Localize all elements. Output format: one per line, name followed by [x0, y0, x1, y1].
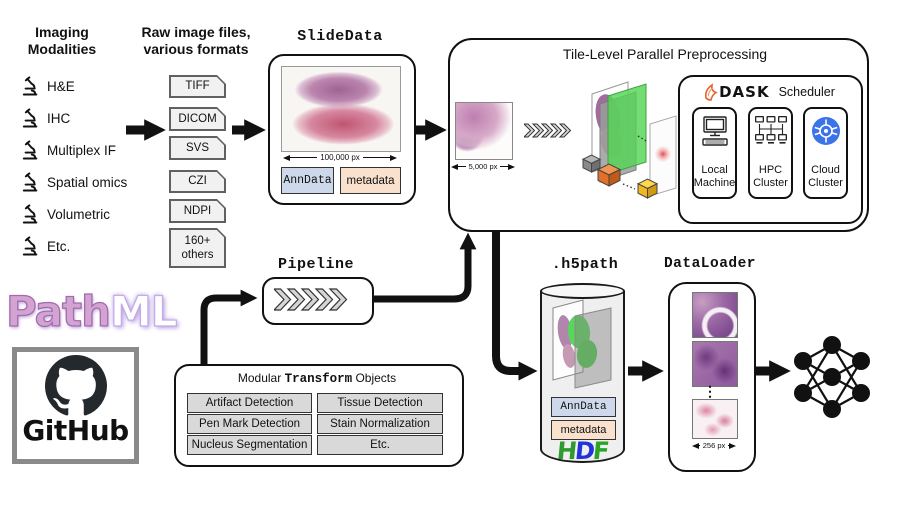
scale-left-arrow-icon: [283, 154, 290, 161]
slidedata-anndata-chip: AnnData: [281, 167, 334, 194]
scale-right-arrow-icon: [390, 154, 397, 161]
arrow-transforms-to-pipeline: [200, 289, 258, 364]
transform-nucleus-segmentation: Nucleus Segmentation: [187, 435, 312, 455]
tile-scale: 5,000 px: [451, 162, 515, 171]
pipeline-title: Pipeline: [277, 256, 354, 273]
task-cubes-icon: [581, 154, 659, 199]
modality-item-spatial-omics: Spatial omics: [22, 169, 127, 195]
h5path-cylinder-top: [540, 283, 625, 299]
pathml-logo: PathML: [5, 287, 178, 336]
raw-files-title: Raw image files, various formats: [141, 24, 251, 57]
github-wordmark: GitHub: [22, 414, 129, 447]
computer-network-icon: [754, 116, 787, 144]
scale-left-arrow-icon: [692, 442, 699, 449]
dataloader-title: DataLoader: [663, 256, 756, 272]
microscope-icon: [22, 236, 38, 256]
dataloader-ellipsis: ⋮: [703, 382, 717, 399]
cloud-cluster-node: Cloud Cluster: [803, 107, 848, 199]
dask-wordmark: DASK: [719, 83, 770, 101]
file-format-dicom: DICOM: [169, 107, 226, 131]
file-format-czi: CZI: [169, 170, 226, 193]
cloud-cluster-label: Cloud Cluster: [808, 163, 843, 190]
h5path-metadata-chip: metadata: [551, 420, 616, 440]
h5path-layers-graphic: [552, 299, 612, 389]
file-format-others: 160+others: [169, 228, 226, 268]
transform-stain-normalization: Stain Normalization: [317, 414, 443, 434]
file-format-svs: SVS: [169, 136, 226, 160]
scale-right-arrow-icon: [729, 442, 736, 449]
dask-logo-row: DASK Scheduler: [686, 81, 851, 103]
transform-tissue-detection: Tissue Detection: [317, 393, 443, 413]
scale-right-arrow-icon: [508, 163, 515, 170]
scheduler-label: Scheduler: [778, 85, 835, 99]
slidedata-metadata-chip: metadata: [340, 167, 401, 194]
tile-image: [455, 102, 513, 160]
h5path-title: .h5path: [551, 256, 619, 273]
dataloader-scale: 256 px: [692, 441, 736, 450]
microscope-icon: [22, 76, 38, 96]
slidedata-title: SlideData: [297, 28, 383, 45]
microscope-icon: [22, 172, 38, 192]
modality-item-he: H&E: [22, 73, 75, 99]
hdf-logo: H D F: [555, 437, 610, 465]
hpc-cluster-label: HPC Cluster: [753, 163, 788, 190]
desktop-computer-icon: [701, 116, 728, 146]
tile-preprocessing-title: Tile-Level Parallel Preprocessing: [562, 46, 768, 62]
local-machine-label: Local Machine: [693, 163, 736, 190]
slide-scale: 100,000 px: [283, 153, 397, 162]
file-format-tiff: TIFF: [169, 75, 226, 98]
transform-artifact-detection: Artifact Detection: [187, 393, 312, 413]
modality-item-multiplex-if: Multiplex IF: [22, 137, 116, 163]
arrow-pipeline-to-tiles: [371, 232, 477, 303]
imaging-modalities-title: Imaging Modalities: [27, 24, 97, 57]
transform-pen-mark-detection: Pen Mark Detection: [187, 414, 312, 434]
microscope-icon: [22, 204, 38, 224]
whole-slide-image: [281, 66, 401, 152]
h5path-anndata-chip: AnnData: [551, 397, 616, 417]
dataloader-tile-2: [692, 341, 738, 387]
kubernetes-icon: [811, 117, 840, 145]
pipeline-chevrons-icon: [274, 288, 348, 311]
tile-layer-green-mask: [607, 83, 647, 175]
dask-logo-icon: [705, 82, 719, 101]
transforms-title: Modular Transform Objects: [237, 371, 397, 386]
file-format-ndpi: NDPI: [169, 199, 226, 223]
hpc-cluster-node: HPC Cluster: [748, 107, 793, 199]
microscope-icon: [22, 140, 38, 160]
modality-item-ihc: IHC: [22, 105, 70, 131]
local-machine-node: Local Machine: [692, 107, 737, 199]
github-octocat-icon: [44, 355, 107, 416]
transform-etc: Etc.: [317, 435, 443, 455]
dataloader-tile-1: [692, 292, 738, 338]
dataloader-tile-3: [692, 399, 738, 439]
tile-mask-layers-graphic: [581, 81, 677, 199]
modality-item-etc: Etc.: [22, 233, 70, 259]
modality-item-volumetric: Volumetric: [22, 201, 110, 227]
github-logo-box: GitHub: [12, 347, 139, 464]
neural-network-icon: [794, 336, 870, 418]
tile-chevrons-icon: [524, 123, 572, 138]
microscope-icon: [22, 108, 38, 128]
scale-left-arrow-icon: [451, 163, 458, 170]
pipeline-box: [262, 277, 374, 325]
arrow-tiles-to-h5path: [492, 228, 538, 381]
